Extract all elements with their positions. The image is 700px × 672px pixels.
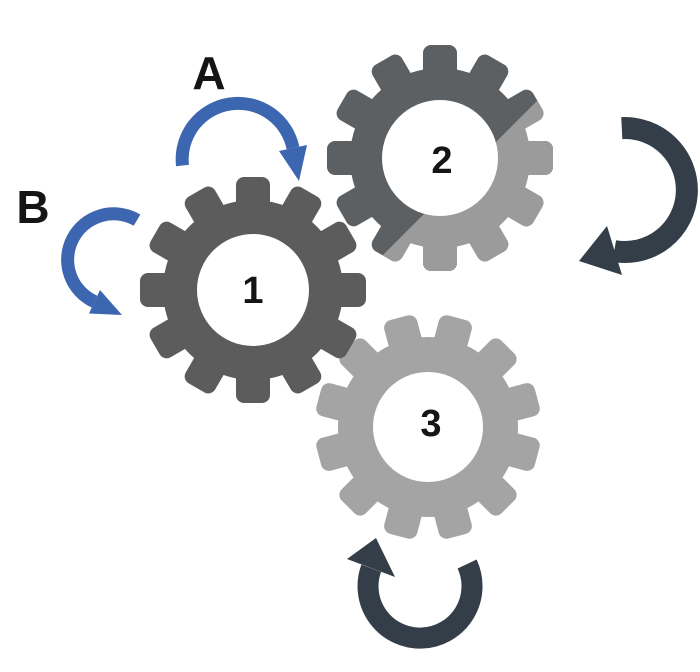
rotation-arrow-right-head xyxy=(579,226,622,275)
rotation-arrow-bottom-head xyxy=(347,538,395,577)
gear-1-number: 1 xyxy=(242,270,264,312)
arrow-a-curve xyxy=(175,96,300,167)
arrow-b-curve xyxy=(61,207,141,308)
arrow-a-head xyxy=(279,145,307,181)
arrow-b-head xyxy=(89,290,122,315)
label-a: A xyxy=(192,47,226,99)
rotation-arrow-right-curve xyxy=(612,117,698,263)
gear-3-number: 3 xyxy=(420,403,442,445)
gear-2-hub xyxy=(382,100,498,216)
gear-1-hub xyxy=(197,234,309,346)
label-b: B xyxy=(16,181,50,233)
rotation-arrow-bottom-curve xyxy=(357,559,483,649)
gear-2-number: 2 xyxy=(431,140,453,182)
gear-3-hub xyxy=(373,372,483,482)
